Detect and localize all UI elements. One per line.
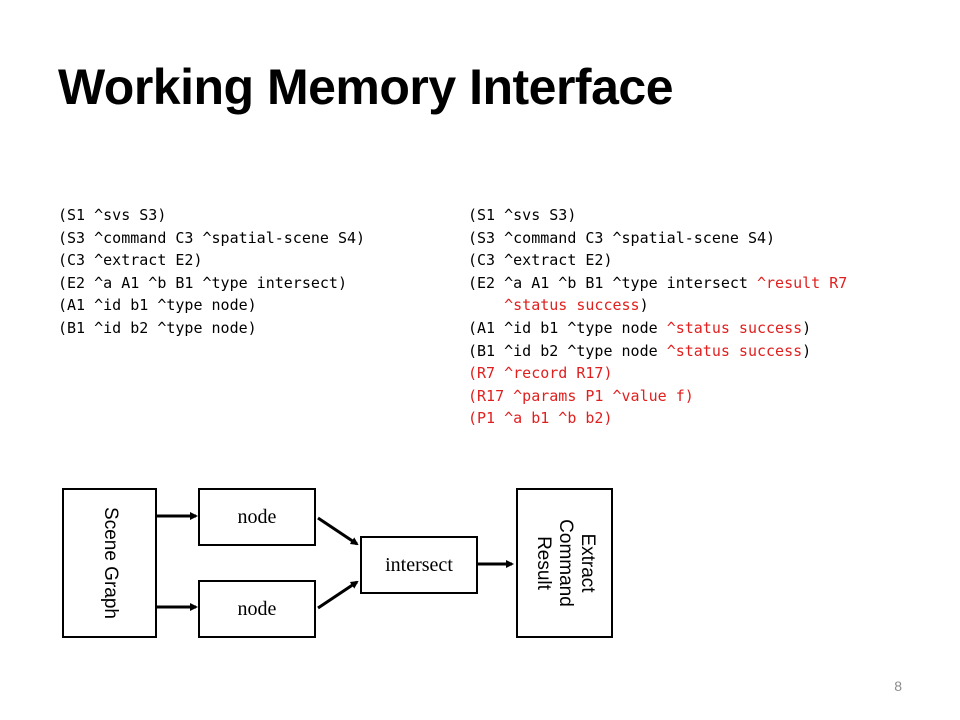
code-line: (A1 ^id b1 ^type node) (58, 294, 365, 317)
box-label-line: Extract (576, 533, 598, 593)
code-line: (C3 ^extract E2) (58, 249, 365, 272)
code-line: (S3 ^command C3 ^spatial-scene S4) (58, 227, 365, 250)
code-highlight: ^result R7 (756, 273, 848, 292)
code-text: (C3 ^extract E2) (468, 251, 613, 270)
code-highlight: ^status success (504, 296, 640, 315)
code-text: (E2 ^a A1 ^b B1 ^type intersect (468, 273, 757, 292)
arrow-node-top-to-intersect (317, 516, 359, 546)
arrow-node-bottom-to-intersect (317, 580, 359, 610)
code-line: (E2 ^a A1 ^b B1 ^type intersect) (58, 272, 365, 295)
code-text: ) (802, 318, 812, 337)
code-line: (B1 ^id b2 ^type node ^status success) (468, 340, 847, 363)
working-memory-after: (S1 ^svs S3) (S3 ^command C3 ^spatial-sce… (468, 204, 847, 430)
intersect-label: intersect (385, 553, 453, 576)
node-bottom-label: node (237, 597, 277, 620)
code-highlight: ^status success (666, 341, 803, 360)
code-line: (S1 ^svs S3) (468, 204, 847, 227)
page-number: 8 (894, 678, 902, 694)
code-line: (S3 ^command C3 ^spatial-scene S4) (468, 227, 847, 250)
working-memory-before: (S1 ^svs S3) (S3 ^command C3 ^spatial-sce… (58, 204, 365, 340)
node-box-top: node (198, 488, 316, 546)
slide-title: Working Memory Interface (58, 59, 674, 115)
box-label-line: Scene Graph (99, 507, 121, 619)
box-label-line: Result (532, 536, 554, 590)
code-text: (A1 ^id b1 ^type node) (58, 296, 257, 315)
code-line: (S1 ^svs S3) (58, 204, 365, 227)
code-highlight: (R17 ^params P1 ^value f) (468, 386, 694, 405)
code-line: (R7 ^record R17) (468, 362, 847, 385)
code-text: ) (802, 341, 812, 360)
code-line: (C3 ^extract E2) (468, 249, 847, 272)
code-text: (E2 ^a A1 ^b B1 ^type intersect) (58, 273, 347, 292)
code-line: (R17 ^params P1 ^value f) (468, 385, 847, 408)
box-label-line: Command (554, 519, 576, 607)
node-top-label: node (237, 505, 277, 528)
code-line: (B1 ^id b2 ^type node) (58, 317, 365, 340)
code-highlight: ^status success (666, 318, 803, 337)
code-text: (S3 ^command C3 ^spatial-scene S4) (58, 228, 366, 247)
code-text: (B1 ^id b2 ^type node (468, 341, 667, 360)
scene-graph-box: Scene Graph (62, 488, 157, 638)
code-line: (A1 ^id b1 ^type node ^status success) (468, 317, 847, 340)
code-text: (S3 ^command C3 ^spatial-scene S4) (468, 228, 776, 247)
code-text: ) (639, 296, 649, 315)
code-text: (A1 ^id b1 ^type node (468, 318, 667, 337)
code-text: (C3 ^extract E2) (58, 251, 203, 270)
code-highlight: (R7 ^record R17) (468, 364, 613, 383)
code-highlight: (P1 ^a b1 ^b b2) (468, 409, 613, 428)
code-text: (S1 ^svs S3) (58, 206, 167, 224)
code-text: (B1 ^id b2 ^type node) (58, 318, 257, 337)
code-line: (P1 ^a b1 ^b b2) (468, 407, 847, 430)
scene-graph-label: Scene Graph (99, 507, 121, 619)
code-text: (S1 ^svs S3) (468, 206, 577, 224)
intersect-box: intersect (360, 536, 478, 594)
node-box-bottom: node (198, 580, 316, 638)
code-line: ^status success) (468, 294, 847, 317)
code-line: (E2 ^a A1 ^b B1 ^type intersect ^result … (468, 272, 847, 295)
